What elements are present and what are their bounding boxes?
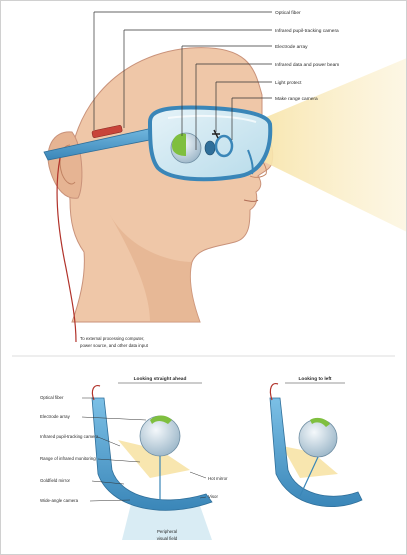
ear (48, 132, 82, 198)
callout-range-camera: Make range camera (275, 96, 318, 102)
peripheral-field-line1: Peripheral (157, 529, 177, 534)
callout-pupil-camera: Infrared pupil-tracking camera (275, 28, 339, 34)
lower-label-wide-angle-camera: Wide-angle camera (40, 498, 79, 503)
panel-straight-ahead (92, 386, 212, 540)
eyeball-left (140, 416, 180, 456)
pupil-camera (205, 141, 215, 155)
peripheral-field-line2: visual field (157, 536, 178, 541)
callout-electrode-array: Electrode array (275, 44, 308, 50)
lower-label-goldfield-mirror: Goldfield mirror (40, 478, 71, 483)
head-illustration (48, 48, 273, 322)
callout-optical-fiber: Optical fiber (275, 10, 301, 16)
external-processing-note-line2: power source, and other data input (80, 343, 149, 348)
panel-title-left: Looking to left (298, 376, 331, 382)
lower-label-pupil-camera: Infrared pupil-tracking camera (40, 434, 99, 439)
panel-looking-left (270, 384, 362, 507)
callout-data-power-beam: Infrared data and power beam (275, 62, 339, 68)
lower-label-optical-fiber: Optical fiber (40, 395, 64, 400)
optical-fiber-red-right (270, 384, 278, 400)
external-processing-note-line1: To external processing computer, (80, 336, 144, 341)
panel-title-straight: Looking straight ahead (134, 376, 187, 382)
callout-light-protect: Light protect (275, 80, 302, 86)
side-label-visor: Visor (208, 494, 218, 499)
eyeball-right (299, 419, 337, 457)
side-label-hot-mirror: Hot mirror (208, 476, 228, 481)
lower-label-infrared-range: Range of infrared monitoring (40, 456, 96, 461)
hot-mirror-callout (190, 472, 206, 478)
lower-label-electrode-array: Electrode array (40, 414, 71, 419)
